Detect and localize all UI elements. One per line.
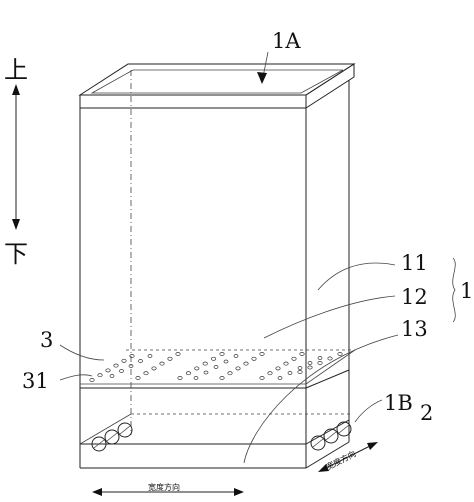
hole [327, 356, 333, 361]
label-1: 1 [460, 279, 473, 303]
label-3: 3 [40, 328, 53, 352]
hole [167, 356, 173, 361]
hole [135, 376, 141, 380]
hole [138, 359, 143, 363]
box-body [79, 70, 350, 469]
hole [337, 352, 343, 356]
hole [267, 371, 273, 376]
hole [235, 366, 241, 371]
label-31: 31 [22, 369, 49, 393]
label-1a: 1A [272, 29, 301, 53]
hole [219, 376, 225, 380]
bottom-tubes-front [91, 422, 133, 452]
hole [147, 354, 153, 358]
hole [202, 361, 208, 366]
hole [89, 378, 95, 382]
label-13: 13 [401, 317, 428, 341]
hole [213, 365, 219, 369]
hole [175, 352, 181, 356]
hole [259, 352, 265, 356]
hole [211, 356, 217, 361]
hole [129, 354, 135, 358]
hole [193, 376, 199, 380]
hole [159, 361, 165, 366]
label-11: 11 [401, 251, 428, 275]
hole [251, 356, 257, 361]
width-arrow-front [92, 488, 244, 496]
hole [317, 361, 323, 365]
label-2: 2 [420, 401, 433, 425]
hole [317, 356, 323, 360]
hole [185, 371, 191, 376]
label-down: 下 [4, 240, 28, 268]
hole [259, 376, 265, 380]
hole [143, 371, 149, 376]
hole [128, 364, 134, 368]
hole [151, 366, 157, 371]
width-arrow-side [318, 442, 378, 472]
inner-bands [79, 349, 356, 445]
hole [243, 361, 249, 366]
hole [297, 366, 303, 370]
hole [113, 363, 119, 368]
hole [109, 374, 115, 378]
hole [194, 366, 200, 371]
hole [307, 365, 313, 370]
hole [275, 366, 281, 371]
label-up: 上 [4, 56, 28, 84]
hole [283, 361, 289, 366]
vertical-direction-arrow [12, 84, 20, 230]
hole [227, 371, 233, 376]
hole [203, 370, 209, 375]
hole [287, 371, 293, 375]
hole [105, 368, 111, 373]
label-width-side: 宽度方向 [324, 448, 357, 471]
hole [307, 361, 313, 365]
top-frame [78, 63, 356, 109]
label-width-front: 宽度方向 [148, 482, 180, 492]
hole [119, 369, 124, 373]
perforated-holes [89, 352, 343, 382]
hole [219, 352, 225, 356]
hole [223, 359, 229, 364]
hole [299, 352, 305, 356]
hole [121, 358, 127, 363]
bottom-tubes-side [310, 421, 352, 451]
hole [277, 376, 283, 380]
hole [297, 370, 303, 374]
hole [291, 356, 297, 361]
hole [233, 354, 239, 358]
label-12: 12 [401, 285, 428, 309]
hole [97, 373, 103, 378]
leader-lines [59, 51, 456, 464]
label-1b: 1B [384, 391, 413, 415]
hole [177, 376, 183, 380]
